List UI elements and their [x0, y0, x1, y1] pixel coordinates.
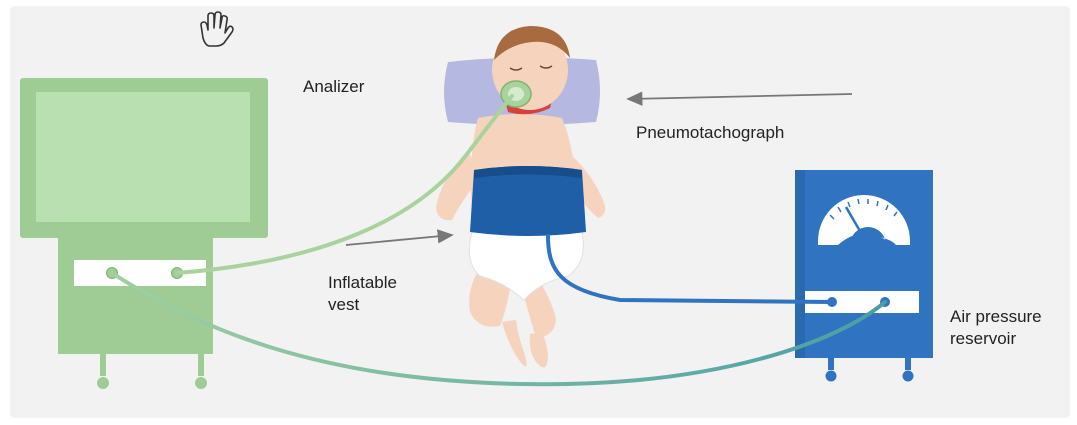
analyzer-screen — [36, 92, 250, 222]
reservoir-leg-left — [828, 358, 834, 370]
analyzer-wheel-left — [97, 377, 109, 389]
analyzer-wheel-right — [195, 377, 207, 389]
label-inflatable-vest: Inflatable vest — [328, 272, 397, 316]
reservoir-wheel-right — [903, 371, 914, 382]
inflatable-vest — [470, 166, 586, 236]
reservoir-wheel-left — [826, 371, 837, 382]
label-analizer: Analizer — [303, 76, 364, 98]
label-pneumotachograph: Pneumotachograph — [636, 122, 784, 144]
reservoir-unit — [795, 170, 933, 382]
reservoir-leg-right — [905, 358, 911, 370]
analyzer-leg-right — [198, 354, 204, 376]
analyzer-leg-left — [100, 354, 106, 376]
analyzer-cabinet — [58, 236, 213, 354]
reservoir-cabinet-shade — [795, 170, 805, 358]
label-air-pressure-reservoir: Air pressure reservoir — [950, 306, 1042, 350]
